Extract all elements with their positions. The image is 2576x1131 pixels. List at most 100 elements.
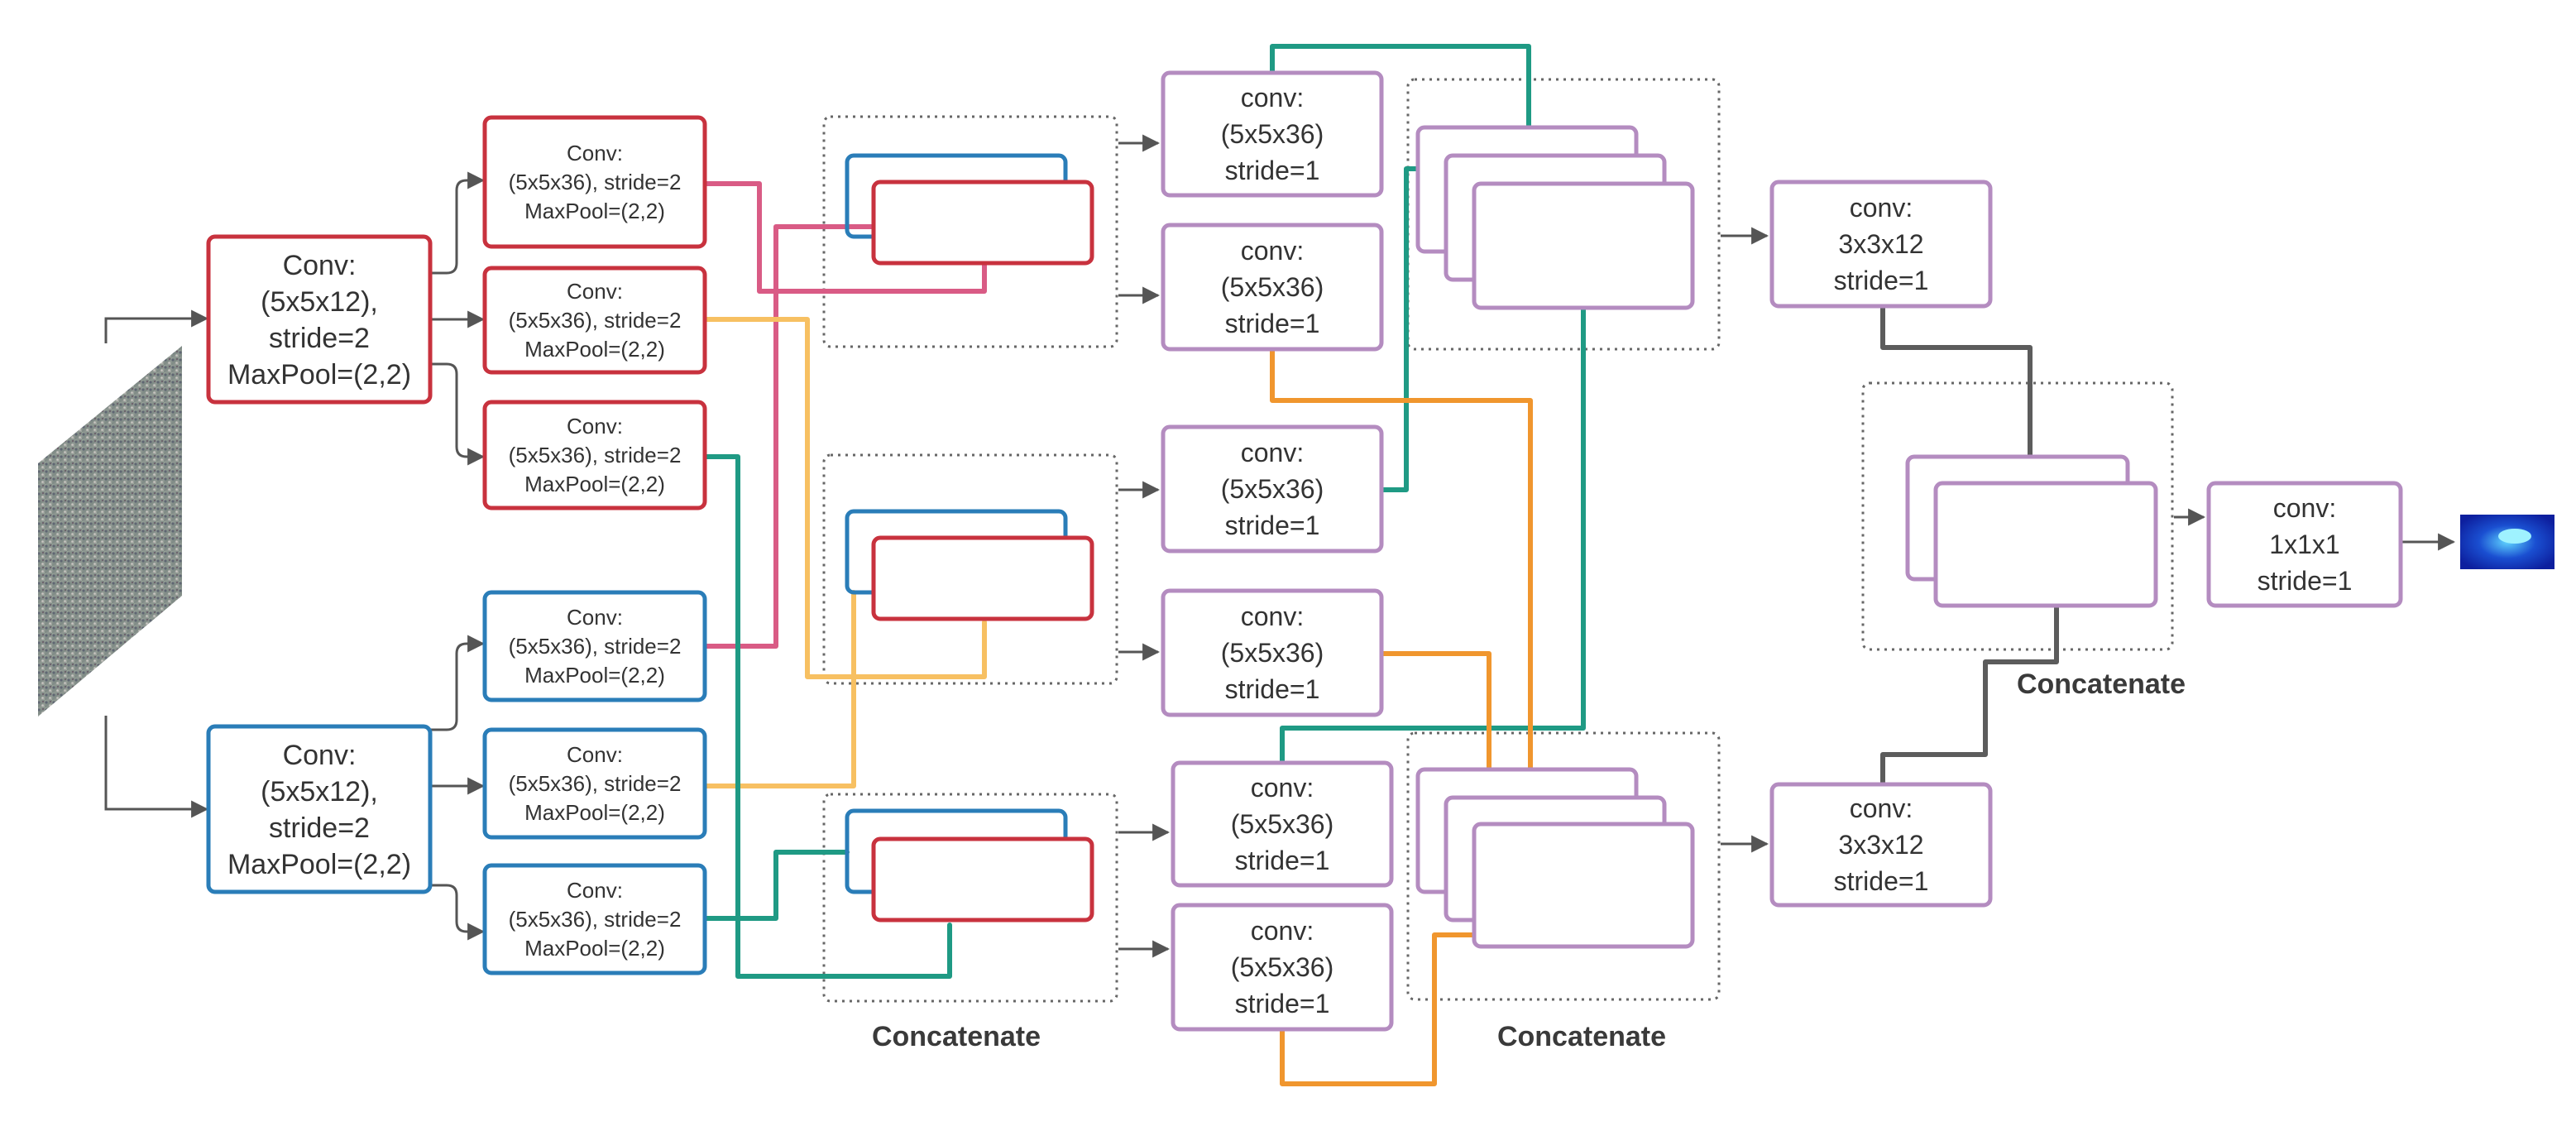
concat-group-stack-top [1406, 78, 1721, 351]
conv-box-late-top-label-line-1: conv: [1850, 193, 1913, 223]
conv-box-late-top-label-line-3: stride=1 [1834, 266, 1929, 295]
conv-box-blue-stem-label-line-2: (5x5x12), [261, 776, 378, 808]
conv-box-mid-3-label-line-2: (5x5x36) [1221, 474, 1324, 504]
conv-box-red-branch-2-label-line-1: Conv: [567, 279, 623, 304]
conv-box-red-stem-label-line-2: (5x5x12), [261, 286, 378, 318]
arrow-blue-stem-to-branch-1 [430, 635, 486, 731]
conv-box-blue-branch-1-label-line-3: MaxPool=(2,2) [524, 663, 665, 688]
caption-concatenate-right: Concatenate [2017, 669, 2186, 700]
concat-groups [822, 78, 2174, 1003]
conv-box-final-label-line-3: stride=1 [2258, 566, 2353, 596]
conv-box-mid-6-label-line-3: stride=1 [1235, 989, 1330, 1018]
connector-yellow-top [702, 317, 987, 679]
conv-box-blue-branch-1-label-line-2: (5x5x36), stride=2 [509, 634, 682, 659]
conv-box-mid-2-label-line-2: (5x5x36) [1221, 272, 1324, 302]
conv-box-red-branch-2-frame [482, 266, 707, 375]
concat-group-final [1861, 381, 2174, 651]
conv-box-mid-4: conv: (5x5x36) stride=1 [1161, 588, 1384, 717]
conv-box-red-branch-1-frame [482, 115, 707, 249]
conv-box-blue-branch-2-label-line-2: (5x5x36), stride=2 [509, 771, 682, 796]
conv-box-red-stem-label-line-1: Conv: [283, 250, 357, 281]
feature-map-final-2 [1933, 481, 2158, 608]
conv-box-mid-4-frame [1161, 588, 1384, 717]
conv-box-red-branch-3-label-line-3: MaxPool=(2,2) [524, 472, 665, 496]
conv-box-late-bottom-frame [1769, 782, 1993, 908]
conv-box-mid-6-label-line-1: conv: [1251, 916, 1314, 946]
arrow-red-stem-to-branch-1 [430, 171, 486, 275]
arrow-red-stem-to-branch-3 [430, 362, 486, 466]
conv-box-blue-branch-3-frame [482, 863, 707, 975]
connector-yellow-bottom [702, 590, 856, 788]
connector-orange-b [1381, 651, 1491, 802]
conv-box-mid-2-label-line-1: conv: [1241, 236, 1304, 266]
conv-box-mid-1-label-line-2: (5x5x36) [1221, 119, 1324, 149]
connector-gray-bottom [1880, 603, 2059, 787]
conv-box-mid-2-frame [1161, 223, 1384, 352]
conv-box-late-bottom-label-line-2: 3x3x12 [1838, 830, 1923, 860]
connector-teal-right-c [1280, 305, 1586, 765]
connector-gray-top [1880, 304, 2033, 462]
crowd-photo-icon [38, 346, 182, 716]
flow-arrows [104, 134, 2456, 958]
connector-pink-top [702, 181, 987, 294]
conv-box-mid-4-label-line-2: (5x5x36) [1221, 638, 1324, 668]
conv-box-red-branch-1-label-line-3: MaxPool=(2,2) [524, 199, 665, 223]
conv-box-final-frame [2206, 481, 2403, 608]
conv-box-mid-1: conv: (5x5x36) stride=1 [1161, 70, 1384, 198]
conv-box-final-label-line-1: conv: [2273, 493, 2336, 523]
feature-connectors [702, 44, 2059, 1086]
conv-box-mid-1-label-line-3: stride=1 [1225, 156, 1320, 185]
caption-concatenate-middle: Concatenate [1497, 1021, 1666, 1052]
conv-box-mid-4-label-line-1: conv: [1241, 601, 1304, 631]
conv-box-mid-5-label-line-1: conv: [1251, 773, 1314, 803]
conv-box-blue-stem-label-line-1: Conv: [283, 740, 357, 771]
conv-box-red-branch-1-label-line-1: Conv: [567, 141, 623, 165]
conv-box-mid-6: conv:(5x5x36)stride=1 [1171, 903, 1394, 1032]
conv-box-mid-6-frame [1171, 903, 1394, 1032]
conv-box-mid-1-frame [1161, 70, 1384, 198]
conv-box-late-bottom: conv: 3x3x12 stride=1 [1769, 782, 1993, 908]
conv-box-red-branch-3-label-line-2: (5x5x36), stride=2 [509, 443, 682, 467]
conv-box-blue-branch-1-label-line-1: Conv: [567, 605, 623, 630]
conv-box-mid-1-label-line-1: conv: [1241, 83, 1304, 113]
arrow-blue-stem-to-branch-3 [430, 884, 486, 941]
conv-box-mid-5-frame [1171, 760, 1394, 888]
connector-teal-left-a [702, 454, 952, 979]
conv-box-blue-branch-3-label-line-3: MaxPool=(2,2) [524, 936, 665, 961]
conv-box-late-bottom-label-line-3: stride=1 [1834, 866, 1929, 896]
arrow-input-to-blue-stem [104, 716, 209, 818]
feature-map-red-2 [871, 535, 1094, 621]
conv-box-red-stem-label-line-3: stride=2 [269, 323, 370, 354]
conv-box-mid-2: conv: (5x5x36) stride=1 [1161, 223, 1384, 352]
density-map-hotspot [2498, 529, 2531, 544]
feature-map-red-1 [871, 180, 1094, 266]
connector-teal-right-b [1270, 44, 1531, 128]
conv-box-late-bottom-label-line-1: conv: [1850, 793, 1913, 823]
conv-box-mid-2-label-line-3: stride=1 [1225, 309, 1320, 338]
conv-box-red-branch-2-label-line-2: (5x5x36), stride=2 [509, 308, 682, 333]
feature-map-stack-top-3 [1472, 181, 1695, 310]
conv-box-red-branch-1-label-line-2: (5x5x36), stride=2 [509, 170, 682, 194]
conv-box-red-branch-3-frame [482, 400, 707, 510]
concat-group-stack-bottom [1406, 731, 1721, 1001]
conv-box-blue-branch-2-label-line-3: MaxPool=(2,2) [524, 800, 665, 825]
caption-concatenate-left: Concatenate [872, 1021, 1041, 1052]
conv-box-blue-stem-label-line-3: stride=2 [269, 812, 370, 844]
conv-box-mid-4-label-line-3: stride=1 [1225, 674, 1320, 704]
conv-box-blue-branch-1-frame [482, 590, 707, 702]
conv-box-blue-branch-3-label-line-1: Conv: [567, 878, 623, 903]
conv-box-red-branch-2-label-line-3: MaxPool=(2,2) [524, 337, 665, 362]
feature-map-stack-bottom-3 [1472, 822, 1695, 949]
conv-box-mid-5-label-line-3: stride=1 [1235, 846, 1330, 875]
feature-maps [845, 125, 2158, 949]
feature-map-red-3 [871, 836, 1094, 923]
